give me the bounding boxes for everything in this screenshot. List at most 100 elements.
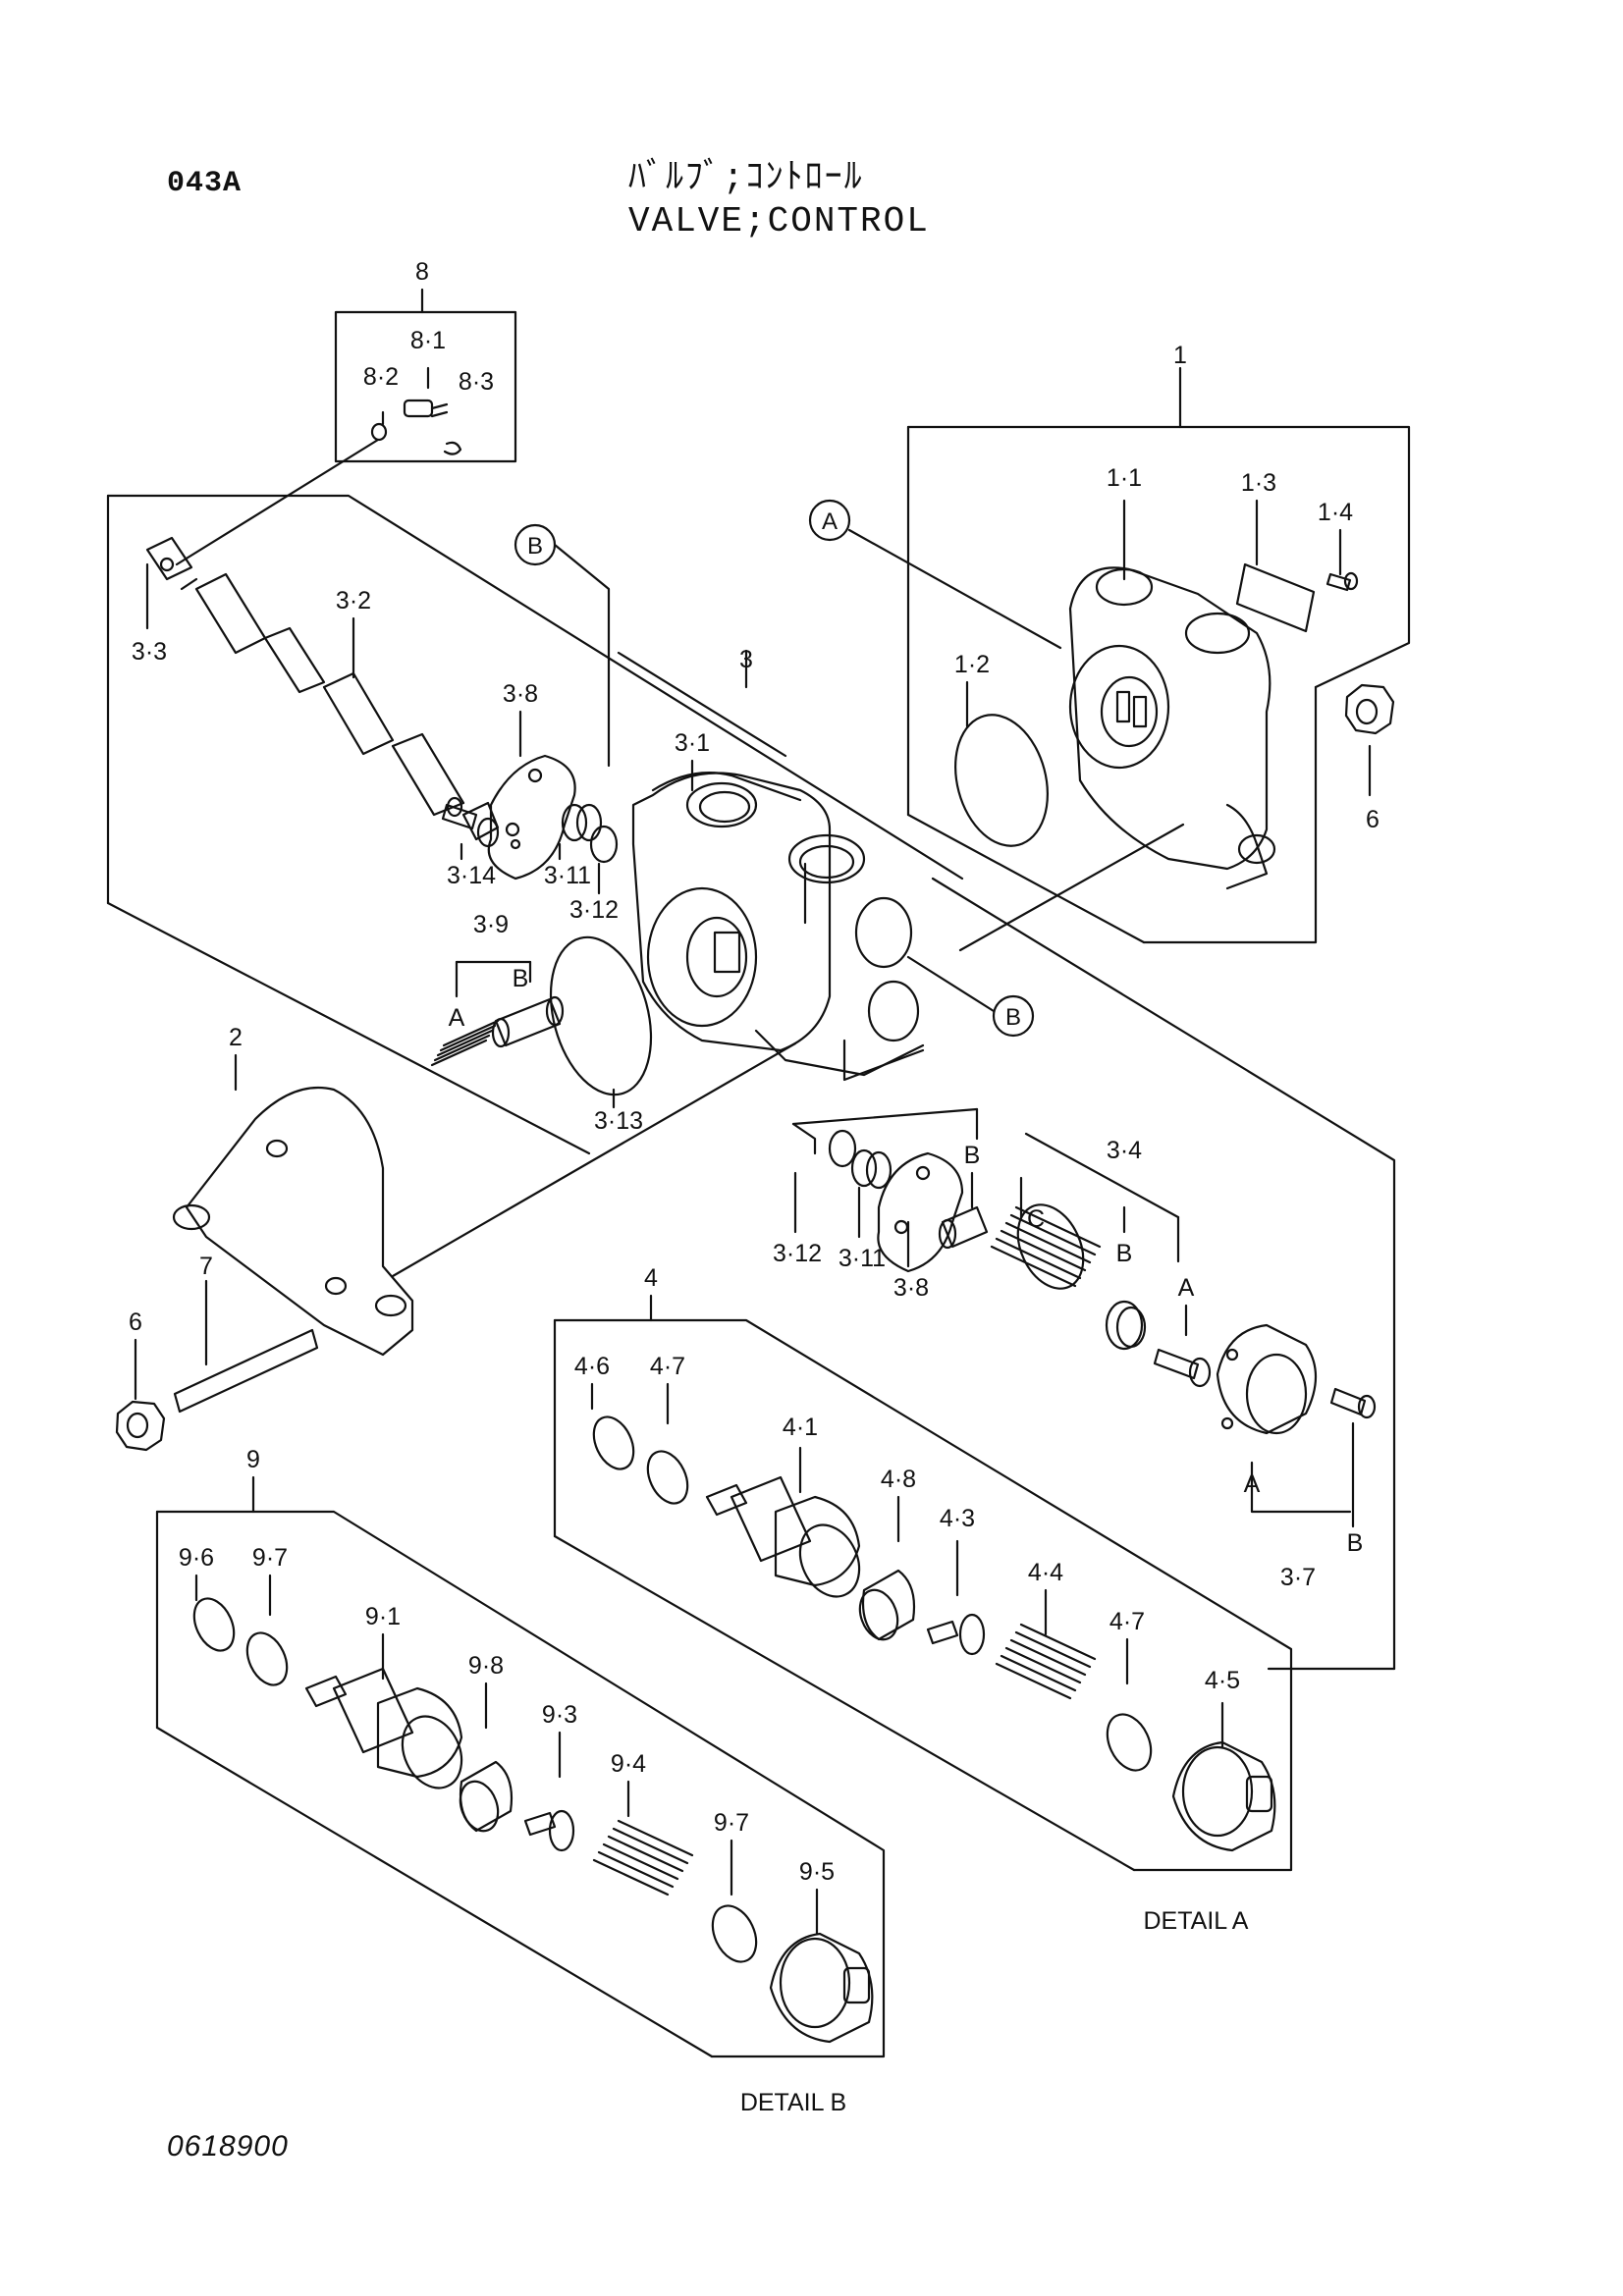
label-3-13: 3·13 bbox=[594, 1107, 643, 1135]
washer-3-4-b bbox=[1105, 1300, 1147, 1351]
valve-4-1 bbox=[705, 1475, 861, 1598]
label-8-1: 8·1 bbox=[410, 327, 446, 354]
label-9-1: 9·1 bbox=[365, 1603, 401, 1630]
label-4-8: 4·8 bbox=[881, 1466, 916, 1493]
label-7: 7 bbox=[199, 1253, 213, 1280]
label-9-5: 9·5 bbox=[799, 1858, 835, 1886]
label-9-6: 9·6 bbox=[179, 1544, 214, 1572]
detail-b-box bbox=[155, 1475, 886, 2058]
label-2: 2 bbox=[229, 1024, 243, 1051]
gasket-3-8-upper bbox=[487, 710, 576, 881]
cap-3-7 bbox=[1216, 1323, 1352, 1514]
label-1-3: 1·3 bbox=[1241, 469, 1276, 497]
valve-9-1 bbox=[304, 1667, 463, 1789]
label-4: 4 bbox=[644, 1264, 658, 1292]
screw-1-4 bbox=[1325, 571, 1359, 592]
oring-9-7-left bbox=[245, 1631, 289, 1686]
poppet-9-3 bbox=[523, 1809, 575, 1852]
label-9-4: 9·4 bbox=[611, 1750, 646, 1778]
oring-9-7-right bbox=[711, 1904, 758, 1963]
label-a-3-7: A bbox=[1244, 1470, 1261, 1498]
cotter-8-3 bbox=[443, 441, 462, 455]
label-4-7-left: 4·7 bbox=[650, 1353, 685, 1380]
callout-circle-b-lower bbox=[992, 994, 1035, 1038]
label-4-6: 4·6 bbox=[574, 1353, 610, 1380]
kit-8-box bbox=[334, 288, 517, 463]
label-1-4: 1·4 bbox=[1318, 499, 1353, 526]
label-3-2: 3·2 bbox=[336, 587, 371, 614]
oring-4-6 bbox=[592, 1415, 635, 1470]
label-6-lower: 6 bbox=[129, 1308, 142, 1336]
label-b-3-9: B bbox=[513, 965, 529, 992]
label-1: 1 bbox=[1173, 342, 1187, 369]
body-1-1 bbox=[1068, 566, 1276, 890]
spool-3-2 bbox=[145, 536, 500, 848]
screw-3-4-a bbox=[1153, 1304, 1212, 1388]
label-3-12-upper: 3·12 bbox=[569, 896, 619, 924]
screw-3-7-b bbox=[1329, 1387, 1377, 1528]
label-b-3-4-top: B bbox=[964, 1142, 981, 1169]
label-3-8-upper: 3·8 bbox=[503, 680, 538, 708]
label-3-4: 3·4 bbox=[1107, 1137, 1142, 1164]
cap-9-8 bbox=[459, 1760, 514, 1833]
label-4-5: 4·5 bbox=[1205, 1667, 1240, 1694]
label-8: 8 bbox=[415, 258, 429, 286]
sleeve-3-4-b bbox=[938, 1171, 989, 1250]
title-japanese: ﾊﾞﾙﾌﾞ;ｺﾝﾄﾛｰﾙ bbox=[628, 158, 864, 198]
drawing-number: 0618900 bbox=[167, 2130, 289, 2163]
label-4-7-right: 4·7 bbox=[1109, 1608, 1145, 1635]
label-3-11-lower: 3·11 bbox=[839, 1245, 886, 1272]
page-code: 043A bbox=[167, 167, 243, 200]
nut-6-upper bbox=[1344, 683, 1395, 797]
label-detail-b: DETAIL B bbox=[740, 2089, 846, 2116]
label-3-9: 3·9 bbox=[473, 911, 509, 938]
label-9-8: 9·8 bbox=[468, 1652, 504, 1680]
callout-circle-a bbox=[808, 499, 851, 542]
cap-4-8 bbox=[858, 1569, 916, 1641]
valve-body-3-1 bbox=[631, 759, 925, 1082]
label-9-7-right: 9·7 bbox=[714, 1809, 749, 1837]
oring-4-7-left bbox=[646, 1450, 689, 1505]
spring-9-4 bbox=[592, 1819, 694, 1896]
spring-and-sleeve-3-9 bbox=[430, 960, 565, 1067]
label-3-11-upper: 3·11 bbox=[544, 862, 591, 889]
label-4-3: 4·3 bbox=[940, 1505, 975, 1532]
label-9-3: 9·3 bbox=[542, 1701, 577, 1729]
assembly-1-box bbox=[906, 366, 1411, 944]
label-9-7-left: 9·7 bbox=[252, 1544, 288, 1572]
label-1-2: 1·2 bbox=[954, 651, 990, 678]
oring-3-12-upper bbox=[589, 825, 619, 864]
label-3-14: 3·14 bbox=[447, 862, 496, 889]
oring-4-7-right bbox=[1106, 1713, 1153, 1772]
cover-2 bbox=[172, 1053, 414, 1357]
washer-8-2 bbox=[370, 422, 388, 442]
label-a-3-4: A bbox=[1178, 1274, 1195, 1302]
label-b-3-4-mid: B bbox=[1116, 1240, 1133, 1267]
callout-a: A bbox=[822, 508, 838, 535]
label-b-3-7: B bbox=[1347, 1529, 1364, 1557]
label-3: 3 bbox=[739, 646, 753, 673]
sleeve-3-11-lower bbox=[850, 1148, 893, 1239]
label-1-1: 1·1 bbox=[1107, 464, 1142, 492]
pin-8-1 bbox=[403, 399, 449, 418]
spring-3-4-c bbox=[990, 1203, 1102, 1290]
lower-3-group-lines bbox=[791, 1107, 1180, 1263]
label-c-3-4: C bbox=[1027, 1205, 1045, 1233]
title-english: VALVE;CONTROL bbox=[628, 201, 930, 241]
callout-b-lower: B bbox=[1005, 1004, 1021, 1031]
spring-4-4 bbox=[995, 1623, 1097, 1700]
plate-1-3 bbox=[1235, 562, 1316, 633]
label-3-12-lower: 3·12 bbox=[773, 1240, 822, 1267]
label-3-8-lower: 3·8 bbox=[893, 1274, 929, 1302]
label-9: 9 bbox=[246, 1446, 260, 1473]
oring-1-2 bbox=[954, 714, 1049, 847]
label-3-1: 3·1 bbox=[675, 729, 710, 757]
detail-a-box bbox=[553, 1294, 1293, 1872]
plug-9-5 bbox=[769, 1932, 874, 2044]
stud-7 bbox=[173, 1279, 319, 1414]
oring-3-13 bbox=[549, 935, 653, 1096]
label-3-3: 3·3 bbox=[132, 638, 167, 666]
sleeve-3-11-upper bbox=[558, 803, 603, 861]
screw-3-14 bbox=[441, 796, 478, 861]
